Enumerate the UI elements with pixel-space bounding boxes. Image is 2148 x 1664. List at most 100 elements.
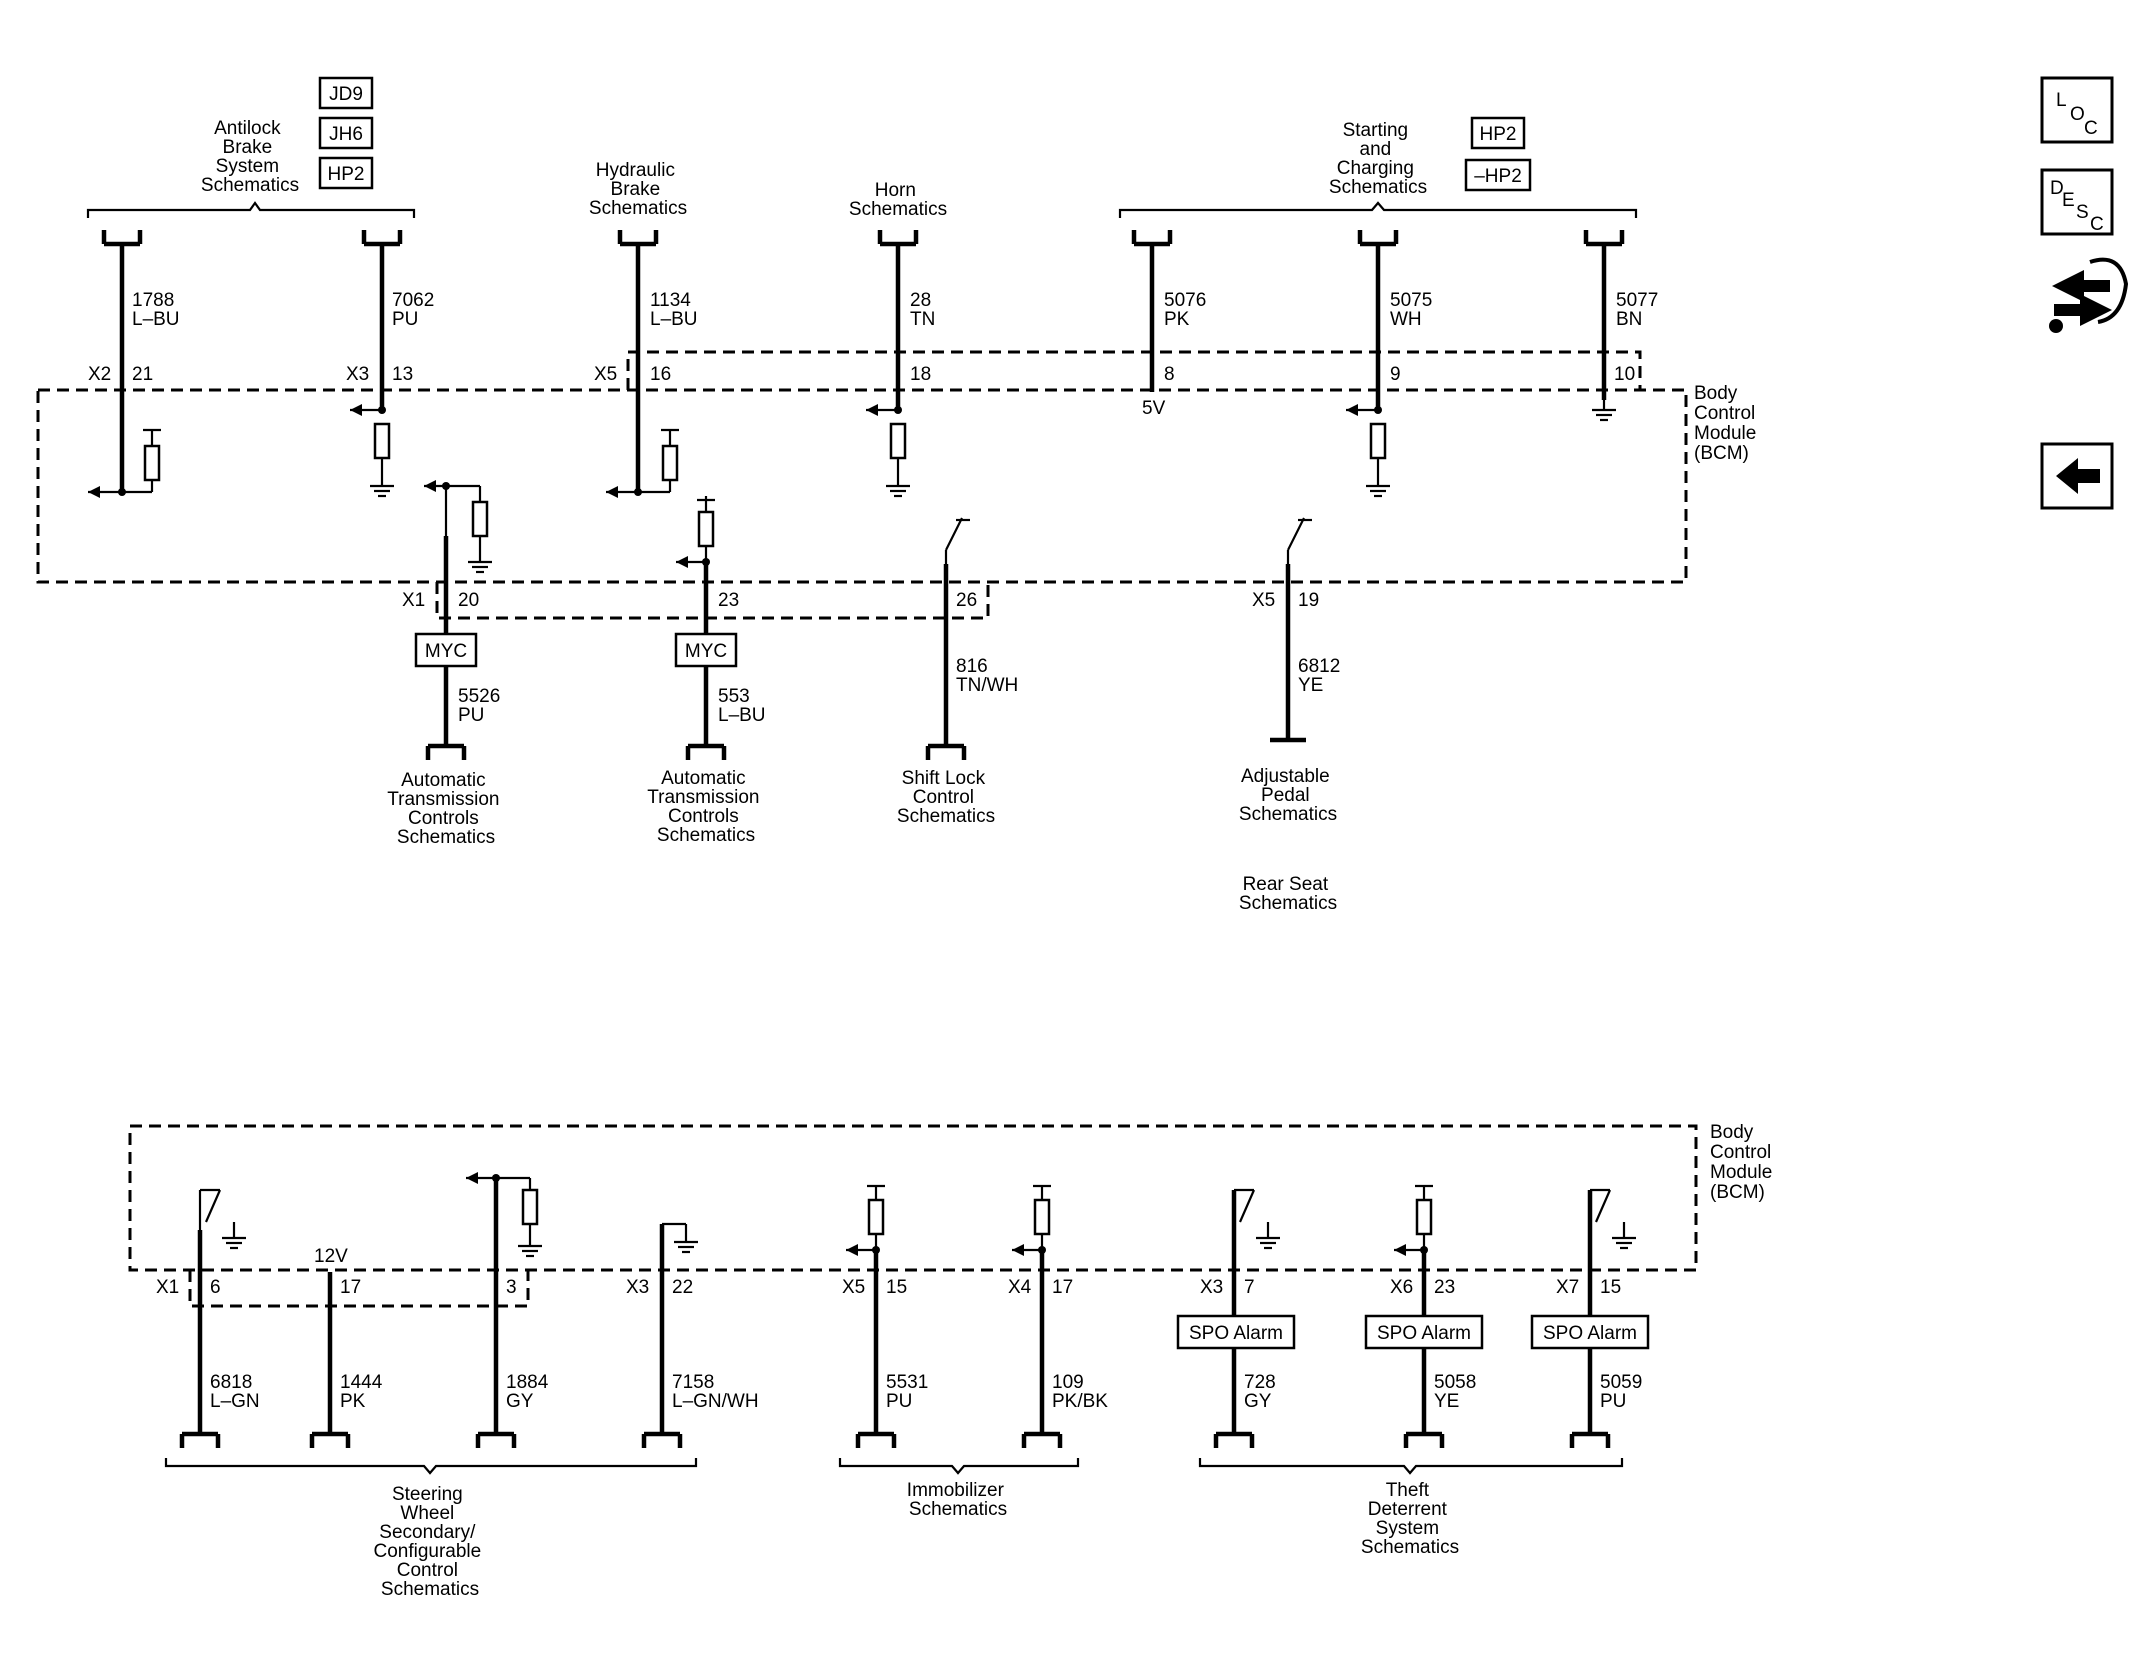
conn-x3-c: X3 (1200, 1277, 1223, 1298)
brace-starting (1118, 201, 1638, 218)
arrow-left-icon (2056, 458, 2100, 494)
conn-x2: X2 (88, 364, 111, 385)
pin-18: 18 (910, 364, 931, 385)
svg-text:–HP2: –HP2 (1474, 166, 1522, 187)
option-box-not-hp2: –HP2 (1464, 158, 1532, 192)
bcm-tab-x1 (435, 582, 990, 620)
pin-3: 3 (506, 1277, 517, 1298)
label-atc-1: Automatic Transmission Controls Schemati… (387, 770, 505, 848)
conn-x1: X1 (402, 590, 425, 611)
option-box-myc-2: MYC (674, 632, 738, 668)
conn-x4: X4 (1008, 1277, 1032, 1298)
option-box-hp2-b: HP2 (1470, 116, 1526, 150)
svg-text:SPO Alarm: SPO Alarm (1189, 1323, 1283, 1344)
label-theft: Theft Deterrent System Schematics (1361, 1480, 1459, 1558)
bcm-boundary-bottom (128, 1124, 1698, 1272)
bcm-label-top: Body Control Module (BCM) (1694, 383, 1762, 464)
label-atc-2: Automatic Transmission Controls Schemati… (647, 768, 765, 846)
voltage-12v: 12V (314, 1246, 348, 1267)
pin-7: 7 (1244, 1277, 1255, 1298)
svg-text:JH6: JH6 (329, 124, 363, 145)
pin-15-b: 15 (1600, 1277, 1621, 1298)
option-box-jh6: JH6 (318, 116, 374, 150)
conn-x6: X6 (1390, 1277, 1413, 1298)
conn-x3: X3 (346, 364, 369, 385)
pin-13: 13 (392, 364, 413, 385)
bcm-boundary-top (36, 388, 1688, 584)
bcm-tab-x5 (626, 350, 1642, 390)
pin-17-b: 17 (1052, 1277, 1073, 1298)
label-starting: Starting and Charging Schematics (1329, 120, 1427, 198)
pin-6: 6 (210, 1277, 221, 1298)
pin-22: 22 (672, 1277, 693, 1298)
svg-text:JD9: JD9 (329, 84, 363, 105)
back-button[interactable] (2040, 442, 2114, 510)
option-box-jd9: JD9 (318, 76, 374, 110)
svg-text:HP2: HP2 (328, 164, 365, 185)
pin-23-b: 23 (1434, 1277, 1455, 1298)
label-rear-seat: Rear Seat Schematics (1239, 874, 1337, 914)
svg-text:C: C (2090, 214, 2104, 235)
conn-x3-b: X3 (626, 1277, 649, 1298)
brace-steering (164, 1458, 698, 1475)
pin-15-a: 15 (886, 1277, 907, 1298)
conn-x5-b: X5 (1252, 590, 1275, 611)
option-box-myc-1: MYC (414, 632, 478, 668)
desc-button[interactable]: D E S C (2040, 168, 2114, 236)
repair-procedures-icon[interactable] (2049, 257, 2129, 333)
loc-button[interactable]: L O C (2040, 76, 2114, 144)
label-shift-lock: Shift Lock Control Schematics (897, 768, 995, 827)
svg-text:SPO Alarm: SPO Alarm (1543, 1323, 1637, 1344)
voltage-5v: 5V (1142, 398, 1166, 419)
conn-x5-c: X5 (842, 1277, 865, 1298)
label-immobilizer: Immobilizer Schematics (907, 1480, 1009, 1520)
pin-16: 16 (650, 364, 671, 385)
svg-text:E: E (2062, 190, 2075, 211)
label-hydraulic: Hydraulic Brake Schematics (589, 160, 687, 219)
option-box-hp2: HP2 (318, 156, 374, 190)
pin-8: 8 (1164, 364, 1175, 385)
pin-17-a: 17 (340, 1277, 361, 1298)
pin-21: 21 (132, 364, 153, 385)
svg-text:D: D (2050, 178, 2064, 199)
label-pedal: Adjustable Pedal Schematics (1239, 766, 1337, 825)
bcm-label-bottom: Body Control Module (BCM) (1710, 1122, 1778, 1203)
svg-text:SPO Alarm: SPO Alarm (1377, 1323, 1471, 1344)
svg-text:C: C (2084, 118, 2098, 139)
pin-10: 10 (1614, 364, 1635, 385)
pin-9: 9 (1390, 364, 1401, 385)
pin-26: 26 (956, 590, 977, 611)
brace-theft (1198, 1458, 1624, 1475)
pin-23: 23 (718, 590, 739, 611)
conn-x7: X7 (1556, 1277, 1579, 1298)
svg-text:MYC: MYC (685, 641, 727, 662)
conn-x1-b: X1 (156, 1277, 179, 1298)
svg-text:HP2: HP2 (1480, 124, 1517, 145)
conn-x5: X5 (594, 364, 617, 385)
svg-text:S: S (2076, 202, 2089, 223)
brace-abs (86, 201, 416, 218)
svg-text:O: O (2070, 104, 2085, 125)
bcm-tab-bottom (188, 1270, 530, 1308)
svg-text:L: L (2056, 90, 2067, 111)
pin-19: 19 (1298, 590, 1319, 611)
label-steering: Steering Wheel Secondary/ Configurable C… (373, 1484, 486, 1600)
